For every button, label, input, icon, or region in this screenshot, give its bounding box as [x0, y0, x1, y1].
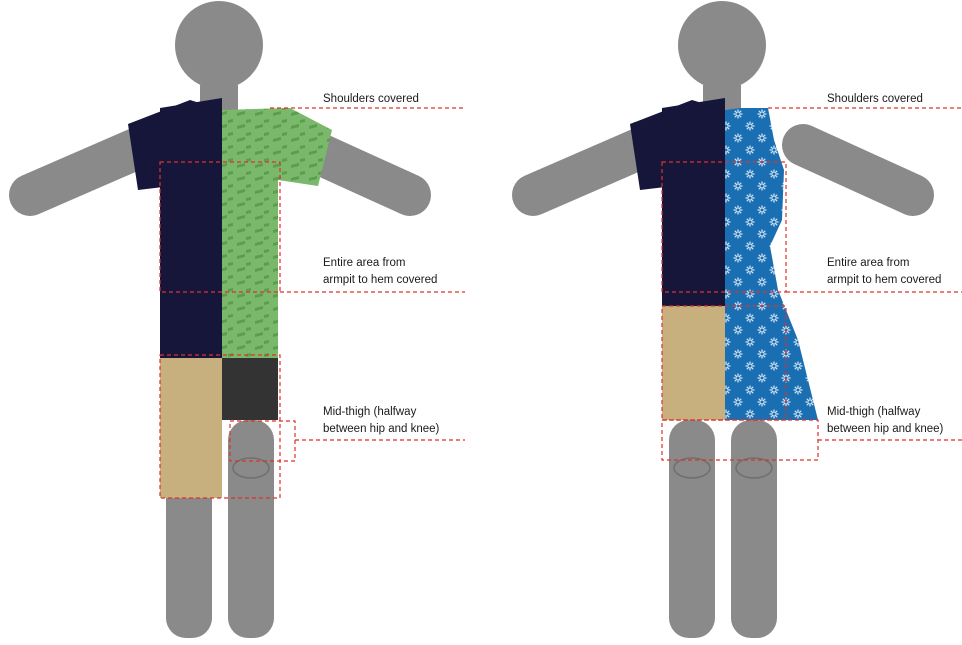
label-line: Mid-thigh (halfway: [323, 404, 439, 421]
label-line: Mid-thigh (halfway: [827, 404, 943, 421]
label-line: Entire area from: [827, 255, 941, 272]
label-line: between hip and knee): [827, 421, 943, 438]
label-shoulders-covered: Shoulders covered: [323, 91, 419, 108]
label-armpit-to-hem: Entire area from armpit to hem covered: [323, 255, 437, 289]
label-line: armpit to hem covered: [827, 272, 941, 289]
label-mid-thigh: Mid-thigh (halfway between hip and knee): [323, 404, 439, 438]
label-shoulders-covered: Shoulders covered: [827, 91, 923, 108]
label-armpit-to-hem: Entire area from armpit to hem covered: [827, 255, 941, 289]
label-line: between hip and knee): [323, 421, 439, 438]
label-line: armpit to hem covered: [323, 272, 437, 289]
label-mid-thigh: Mid-thigh (halfway between hip and knee): [827, 404, 943, 438]
label-line: Entire area from: [323, 255, 437, 272]
